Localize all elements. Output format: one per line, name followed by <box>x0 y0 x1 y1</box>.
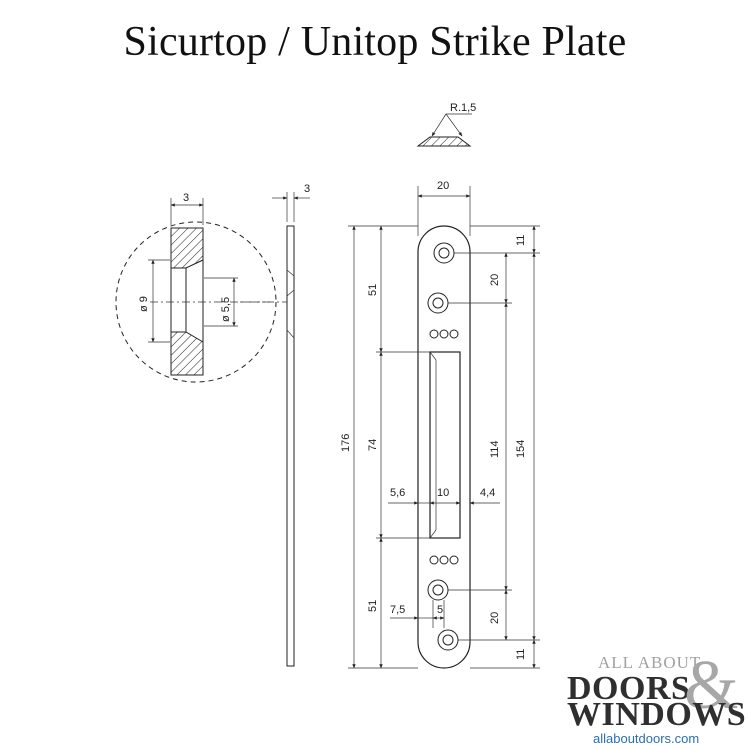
radius-label: R.1,5 <box>450 102 476 114</box>
detail-inner-dia-label: ø 5,5 <box>220 297 232 322</box>
logo-url: allaboutdoors.com <box>593 731 699 746</box>
ident-marks-top <box>429 329 459 339</box>
bottom-offset-label: 11 <box>515 649 527 660</box>
side-thickness-label: 3 <box>304 183 310 195</box>
logo-line1: ALL ABOUT <box>598 653 701 672</box>
hole-spacing-bottom-label: 20 <box>489 612 501 624</box>
side-view: 3 <box>240 183 310 667</box>
top-section-label: 51 <box>367 284 379 296</box>
ident-marks-bottom <box>429 555 459 565</box>
edge-profile-detail: R.1,5 <box>416 102 476 147</box>
right-dimensions: 11 154 11 20 114 20 <box>448 225 540 669</box>
hole-left-label: 7,5 <box>390 604 405 616</box>
slot-width-label: 10 <box>437 487 449 499</box>
middle-section-label: 74 <box>367 439 379 451</box>
page-title: Sicurtop / Unitop Strike Plate <box>123 19 627 65</box>
hole-pitch-inner-label: 114 <box>489 440 501 458</box>
hole-pitch-outer-label: 154 <box>515 440 527 458</box>
slot-left-label: 5,6 <box>390 487 405 499</box>
bottom-section-label: 51 <box>367 600 379 612</box>
detail-outer-dia-label: ø 9 <box>138 296 150 312</box>
slot-right-label: 4,4 <box>480 487 495 499</box>
hole-width-label: 5 <box>437 604 443 616</box>
top-offset-label: 11 <box>515 235 527 246</box>
front-view-plate: 20 <box>417 180 471 669</box>
logo-ampersand: & <box>684 647 738 724</box>
hole-dimensions: 7,5 5 <box>390 600 445 628</box>
hole-spacing-top-label: 20 <box>489 274 501 286</box>
countersink-detail: 3 ø 9 ø 5,5 <box>115 192 277 383</box>
logo-line2: DOORS <box>567 670 690 707</box>
slot-dimensions: 5,6 10 4,4 <box>388 487 500 505</box>
overall-length-label: 176 <box>340 434 352 452</box>
brand-logo: ALL ABOUT DOORS & WINDOWS allaboutdoors.… <box>567 647 746 746</box>
detail-thickness-label: 3 <box>183 192 189 204</box>
logo-line3: WINDOWS <box>567 696 746 733</box>
top-width-label: 20 <box>437 180 449 192</box>
left-dimensions: 176 51 74 51 <box>340 225 430 669</box>
